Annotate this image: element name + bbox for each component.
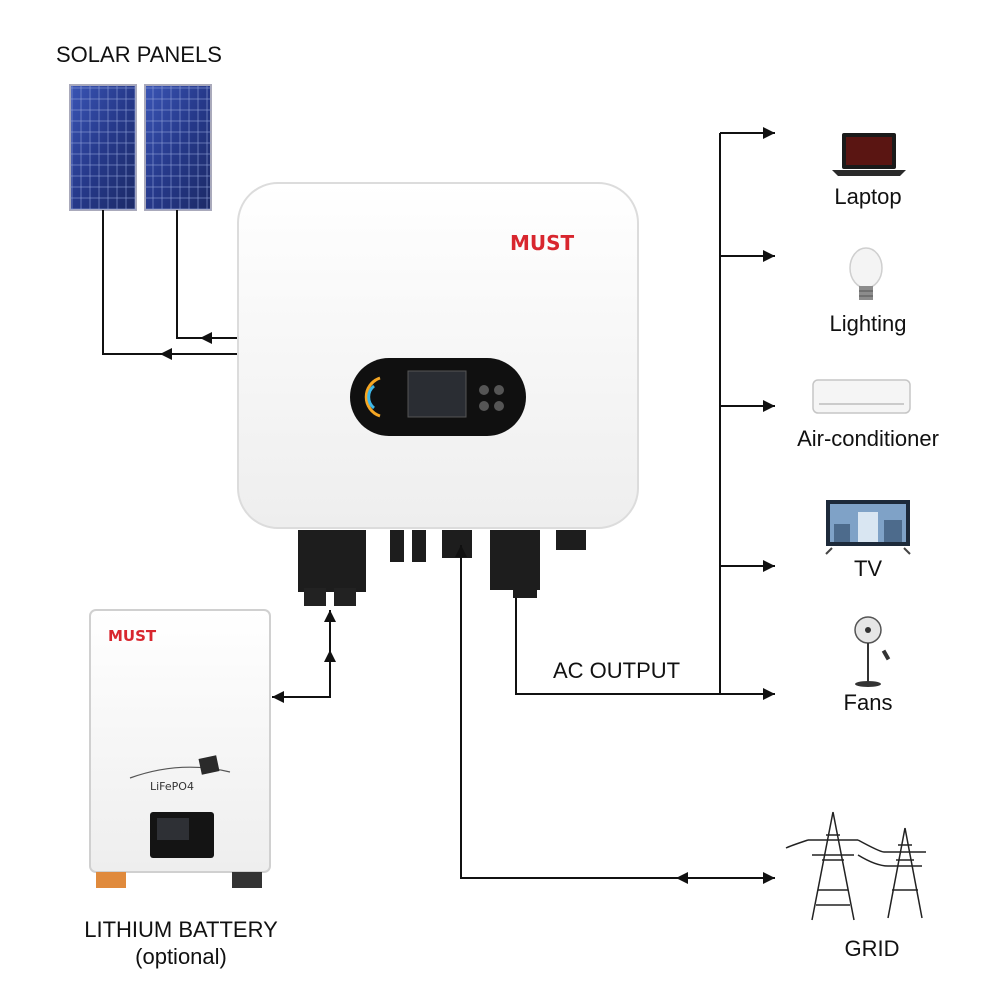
light-bulb-icon [849,247,883,300]
battery-wiring [272,610,336,703]
device-label-fans: Fans [843,690,893,715]
tv-icon [825,500,911,555]
grid-wiring [455,545,775,884]
laptop-icon [832,133,906,176]
solar-panel-right [144,84,212,211]
solar-panels-label: SOLAR PANELS [56,42,222,67]
fan-icon [854,616,891,687]
device-label-laptop: Laptop [834,184,902,209]
battery-optional-label: (optional) [135,944,227,969]
inverter-logo: MUST [510,231,575,255]
ac-output-label: AC OUTPUT [553,658,681,683]
device-label-lighting: Lighting [829,311,907,336]
grid-label: GRID [844,936,900,961]
air-conditioner-icon [812,379,911,414]
battery-logo: MUST [108,627,157,645]
ac-output-wiring [515,127,775,700]
solar-panel-left [69,84,137,211]
device-label-tv: TV [853,556,883,581]
device-label-air-conditioner: Air-conditioner [797,426,939,451]
grid-tower-icon [785,811,926,921]
battery-label: LITHIUM BATTERY [84,917,278,942]
pv-wiring [102,210,238,360]
battery-model: LiFePO4 [150,780,194,793]
lithium-battery: MUST LiFePO4 [89,609,271,888]
inverter: MUST [237,182,639,606]
